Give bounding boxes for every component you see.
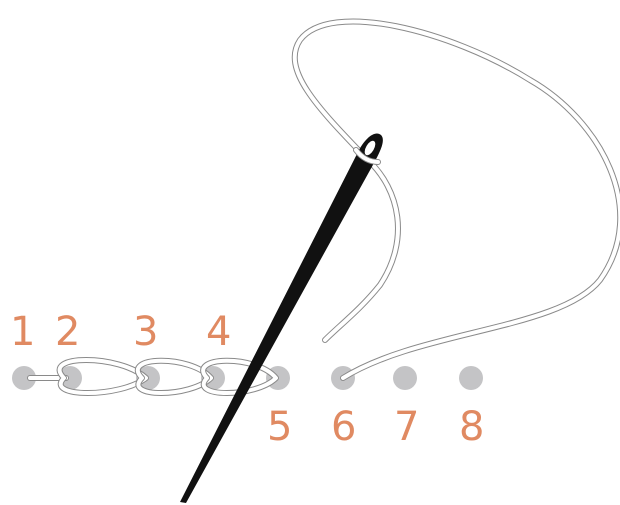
hole-label-3: 3 xyxy=(133,309,158,355)
hole-label-2: 2 xyxy=(55,309,80,355)
hole-label-1: 1 xyxy=(10,309,35,355)
hole-label-8: 8 xyxy=(459,404,484,450)
hole-label-5: 5 xyxy=(267,404,292,450)
hole-8 xyxy=(459,366,483,390)
hole-label-4: 4 xyxy=(206,309,231,355)
hole-7 xyxy=(393,366,417,390)
hole-label-6: 6 xyxy=(331,404,356,450)
hole-label-7: 7 xyxy=(394,404,419,450)
